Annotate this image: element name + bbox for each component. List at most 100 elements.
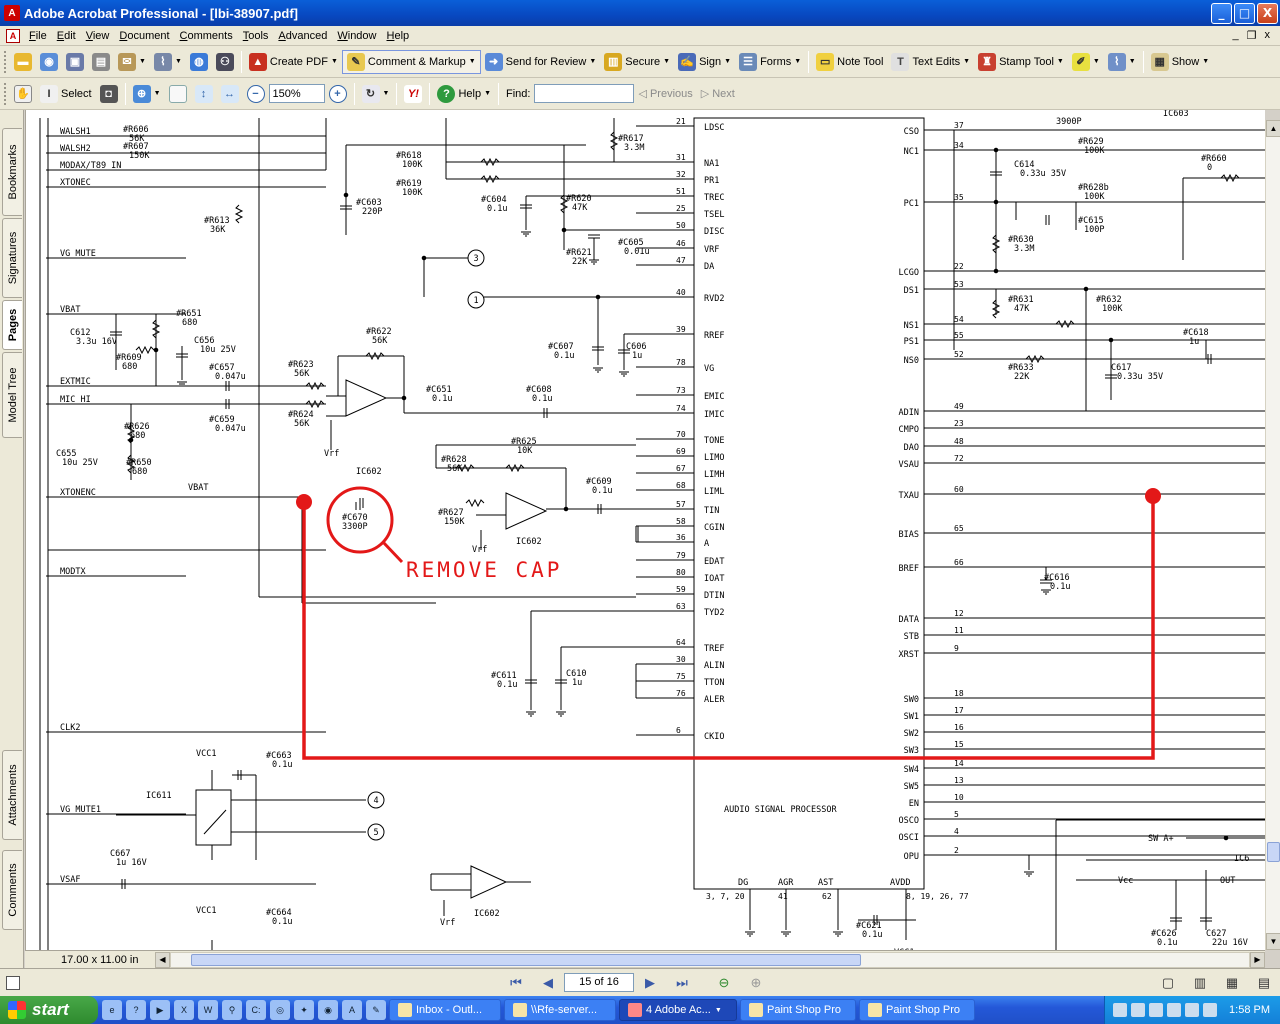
scroll-left-button[interactable]: ◀ [155, 951, 170, 968]
stamp-tool-button[interactable]: ♜Stamp Tool▼ [974, 50, 1068, 74]
zoom-out-button[interactable]: − [243, 82, 269, 106]
menu-edit[interactable]: Edit [56, 29, 76, 42]
quicklaunch-search-icon[interactable]: ⚲ [222, 1000, 242, 1020]
attach-file-button[interactable]: ⌇▼ [1104, 50, 1140, 74]
quicklaunch-help-icon[interactable]: ? [126, 1000, 146, 1020]
task-paint-shop-pro-2[interactable]: Paint Shop Pro [859, 999, 975, 1021]
quicklaunch-paint-icon[interactable]: ✎ [366, 1000, 386, 1020]
fit-page-button[interactable]: ↕ [191, 82, 217, 106]
tray-update-icon[interactable] [1203, 1003, 1218, 1017]
tab-pages[interactable]: Pages [2, 300, 22, 350]
maximize-button[interactable]: □ [1234, 2, 1255, 24]
last-page-button[interactable]: ⏭ [676, 974, 688, 990]
continuous-button[interactable]: ▥ [1193, 974, 1207, 990]
tray-volume-icon[interactable] [1167, 1003, 1182, 1017]
web-button[interactable]: ◍ [186, 50, 212, 74]
start-button[interactable]: start [0, 996, 98, 1024]
zoom-tool-button[interactable]: ⊕▼ [129, 82, 165, 106]
highlight-button[interactable]: ✐▼ [1068, 50, 1104, 74]
help-button[interactable]: ?Help▼ [433, 82, 495, 106]
scroll-down-button[interactable]: ▼ [1266, 933, 1280, 950]
fit-width-button[interactable]: ↔ [217, 82, 243, 106]
attach-button[interactable]: ⌇▼ [150, 50, 186, 74]
quicklaunch-app-icon[interactable]: ✦ [294, 1000, 314, 1020]
forms-button[interactable]: ☰Forms▼ [735, 50, 805, 74]
first-page-button[interactable]: ⏮ [510, 974, 522, 990]
hand-tool-button[interactable]: ✋ [10, 82, 36, 106]
pane-toggle-icon[interactable] [6, 975, 20, 990]
go-back-button[interactable]: ⊖ [718, 974, 730, 990]
print-button[interactable]: ▤ [88, 50, 114, 74]
menu-help[interactable]: Help [386, 29, 410, 42]
document-icon[interactable]: A [6, 28, 20, 43]
tab-bookmarks[interactable]: Bookmarks [2, 128, 22, 216]
toolbar-grip[interactable] [4, 82, 7, 105]
quicklaunch-media-icon[interactable]: ▶ [150, 1000, 170, 1020]
menu-document[interactable]: Document [119, 29, 170, 42]
find-input[interactable] [534, 84, 635, 103]
zoom-input[interactable] [268, 84, 325, 103]
sign-button[interactable]: ✍Sign▼ [674, 50, 735, 74]
tab-attachments[interactable]: Attachments [2, 750, 22, 840]
next-page-button[interactable]: ▶ [645, 974, 655, 990]
menu-window[interactable]: Window [337, 29, 377, 42]
minimize-button[interactable]: _ [1211, 2, 1232, 24]
comment-markup-button[interactable]: ✎Comment & Markup▼ [341, 49, 481, 74]
task-inbox[interactable]: Inbox - Outl... [389, 999, 501, 1021]
show-button[interactable]: ▦Show▼ [1147, 50, 1213, 74]
single-page-button[interactable]: ▢ [1161, 974, 1175, 990]
tab-signatures[interactable]: Signatures [2, 218, 22, 298]
menu-tools[interactable]: Tools [242, 29, 269, 42]
vertical-scroll-thumb[interactable] [1267, 842, 1280, 862]
close-button[interactable]: X [1257, 2, 1278, 24]
menu-file[interactable]: File [29, 29, 47, 42]
create-pdf-button[interactable]: ▲Create PDF▼ [245, 50, 342, 74]
find-next-button[interactable]: ▷Next [697, 82, 739, 106]
acrobat-app-icon[interactable]: A [4, 5, 20, 21]
quicklaunch-tool-icon[interactable]: ◎ [270, 1000, 290, 1020]
task-rfe-server[interactable]: \\Rfe-server... [504, 999, 616, 1021]
quicklaunch-excel-icon[interactable]: X [174, 1000, 194, 1020]
previous-page-button[interactable]: ◀ [543, 974, 553, 990]
secure-button[interactable]: ▥Secure▼ [600, 50, 674, 74]
zoom-in-button[interactable]: + [325, 82, 351, 106]
continuous-facing-button[interactable]: ▦ [1225, 974, 1239, 990]
menu-advanced[interactable]: Advanced [278, 29, 328, 42]
doc-minimize-button[interactable]: _ [1232, 29, 1239, 41]
quicklaunch-firefox-icon[interactable]: ◉ [318, 1000, 338, 1020]
tab-model-tree[interactable]: Model Tree [2, 352, 22, 438]
rotate-button[interactable]: ↻▼ [358, 82, 394, 106]
search-button[interactable]: ⚇ [212, 50, 238, 74]
yahoo-button[interactable]: Y! [400, 82, 426, 106]
facing-button[interactable]: ▤ [1257, 974, 1271, 990]
clock[interactable]: 1:58 PM [1229, 1004, 1270, 1016]
horizontal-scroll-thumb[interactable] [191, 953, 861, 966]
quicklaunch-word-icon[interactable]: W [198, 1000, 218, 1020]
snapshot-button[interactable]: ◘ [96, 82, 122, 106]
doc-restore-button[interactable]: ❐ [1246, 30, 1257, 42]
doc-close-button[interactable]: x [1264, 29, 1271, 41]
page-number-field[interactable]: 15 of 16 [564, 973, 634, 992]
task-paint-shop-pro-1[interactable]: Paint Shop Pro [740, 999, 856, 1021]
tray-shield-icon[interactable] [1131, 1003, 1146, 1017]
menu-comments[interactable]: Comments [179, 29, 233, 42]
go-forward-button[interactable]: ⊕ [750, 974, 762, 990]
tray-antivirus-icon[interactable] [1185, 1003, 1200, 1017]
horizontal-scrollbar[interactable] [170, 951, 1250, 968]
actual-size-button[interactable] [165, 82, 191, 106]
send-review-button[interactable]: ➜Send for Review▼ [481, 50, 601, 74]
menu-view[interactable]: View [85, 29, 110, 42]
quicklaunch-cmd-icon[interactable]: C: [246, 1000, 266, 1020]
tray-network-icon[interactable] [1113, 1003, 1128, 1017]
tray-sync-icon[interactable] [1149, 1003, 1164, 1017]
save-button[interactable]: ▣ [62, 50, 88, 74]
vertical-scrollbar[interactable]: ▲ ▼ [1265, 120, 1280, 950]
quicklaunch-ie-icon[interactable]: e [102, 1000, 122, 1020]
find-previous-button[interactable]: ◁Previous [634, 82, 696, 106]
tab-comments[interactable]: Comments [2, 850, 22, 930]
quicklaunch-acrobat-icon[interactable]: A [342, 1000, 362, 1020]
email-button[interactable]: ✉▼ [114, 50, 150, 74]
